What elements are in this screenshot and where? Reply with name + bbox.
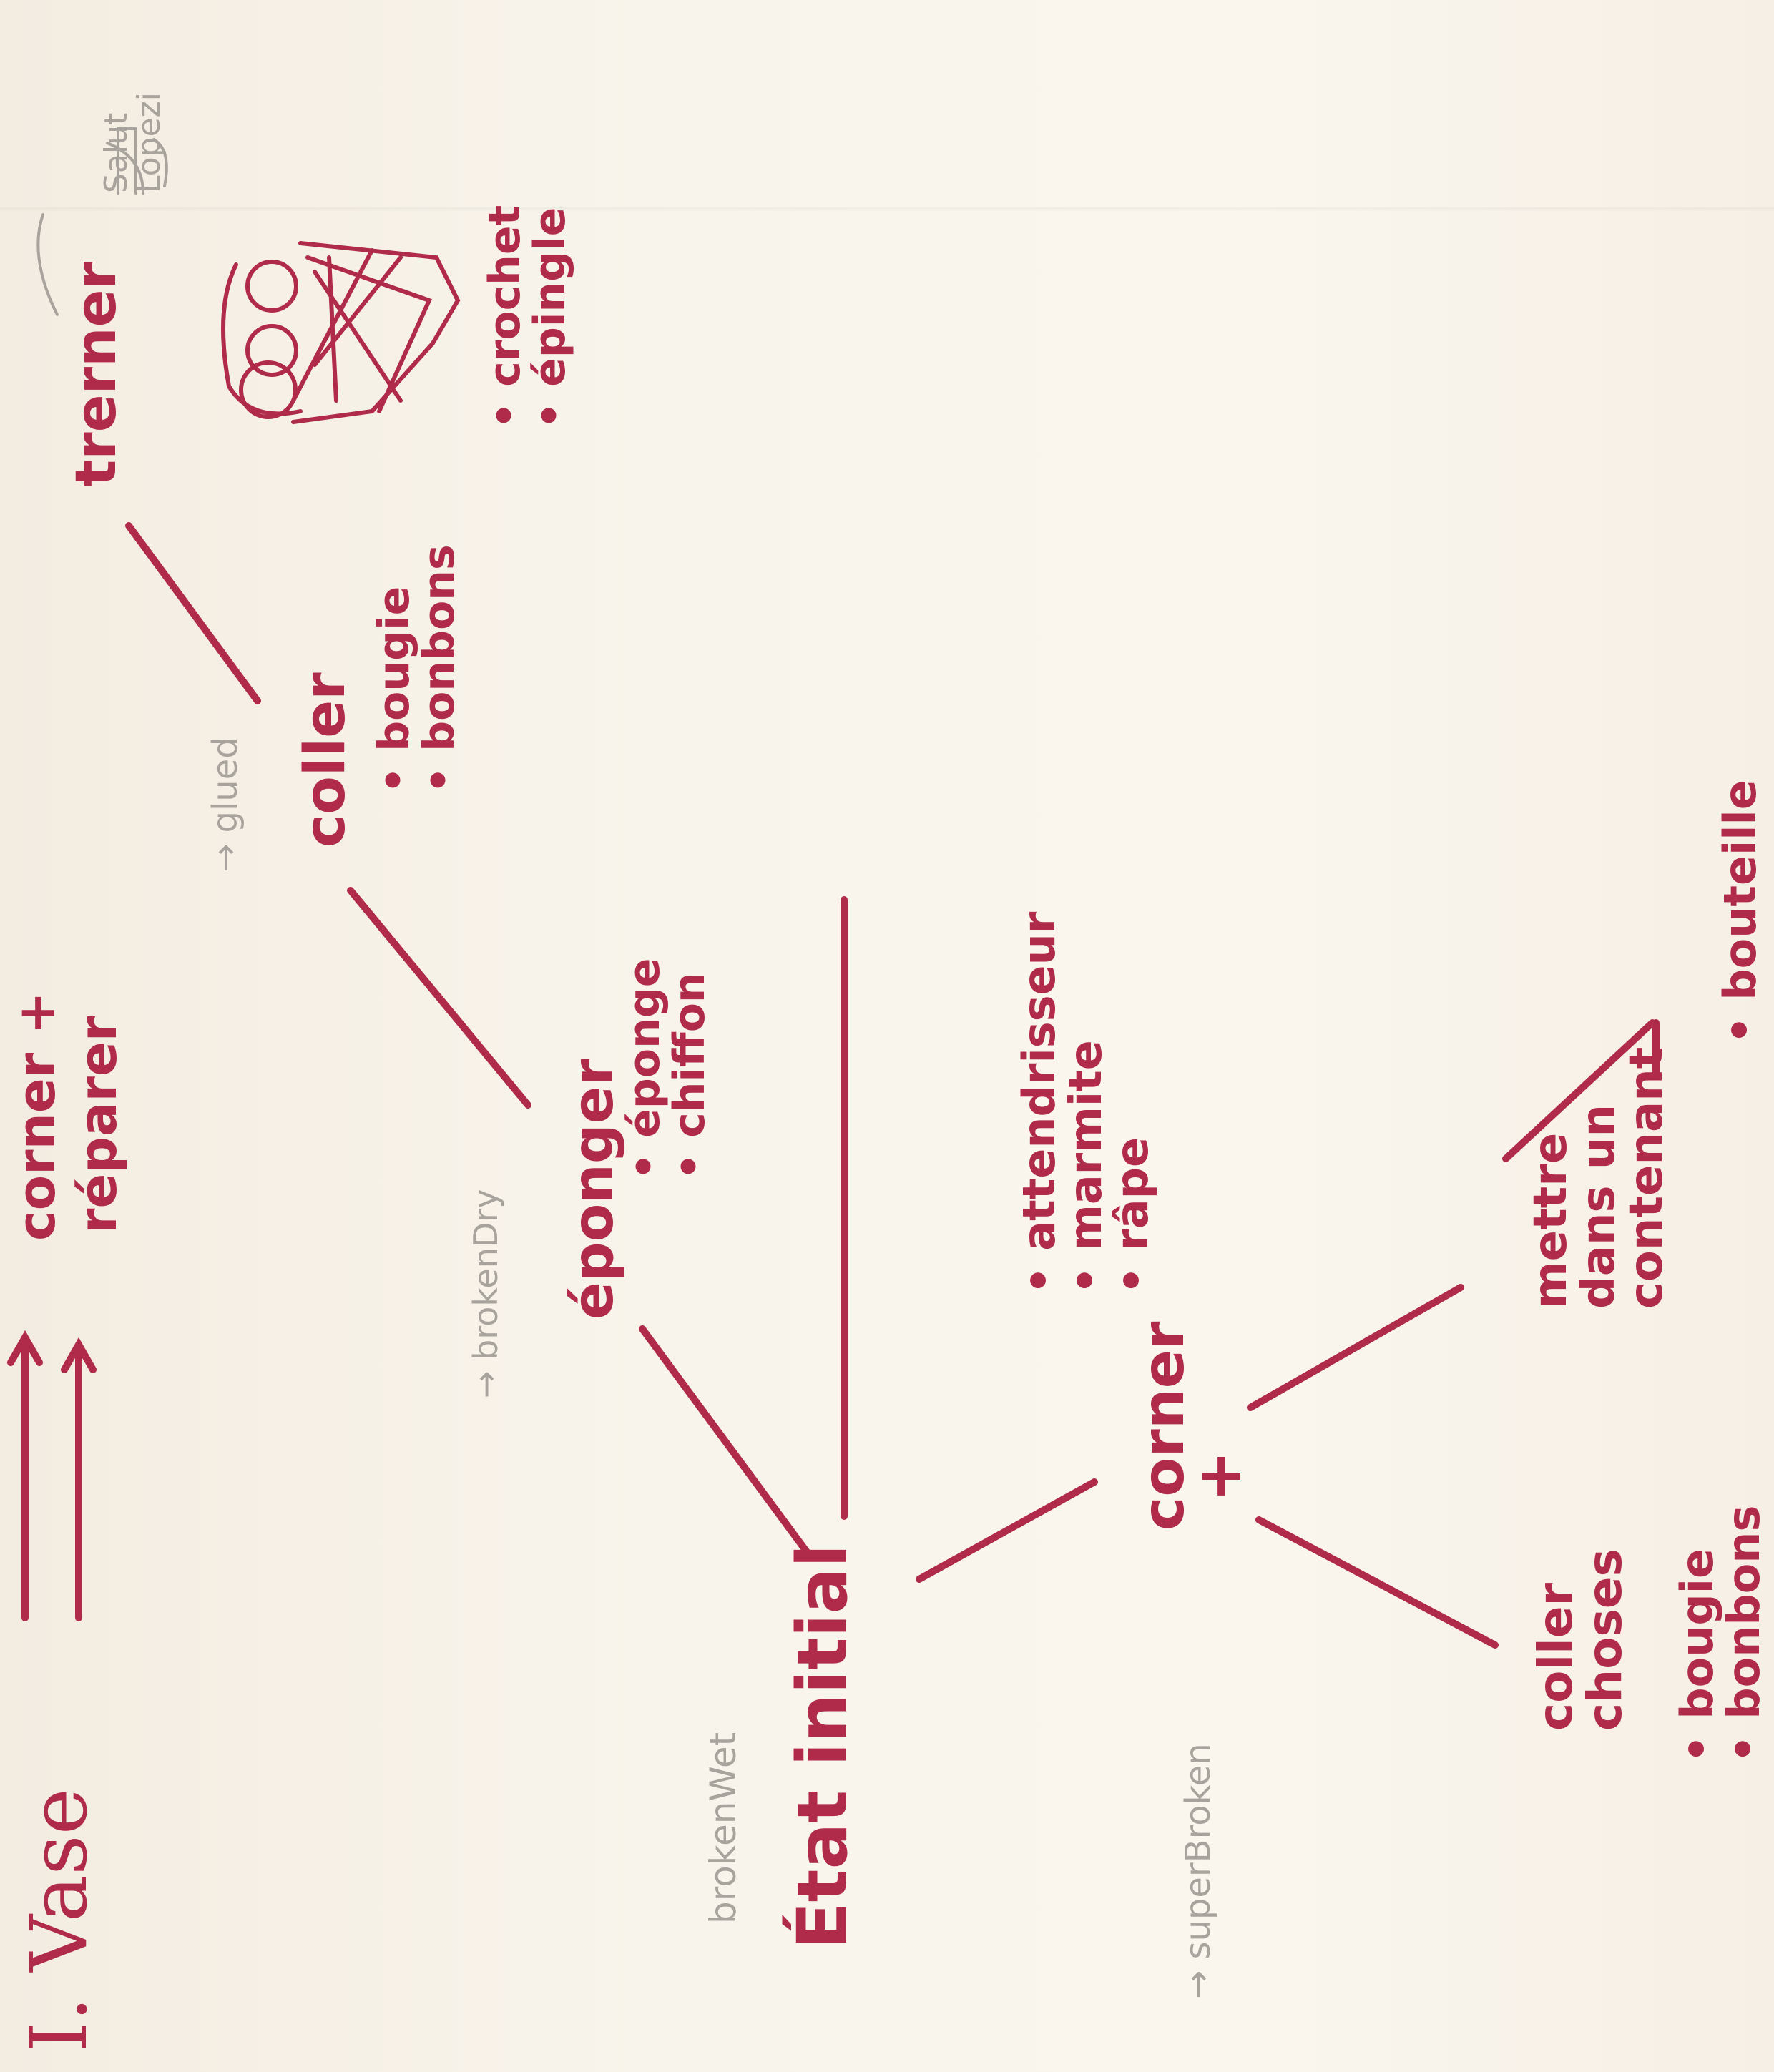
list-item: • bonbons bbox=[1717, 1505, 1770, 1763]
edge-initial-eponger bbox=[639, 1325, 810, 1556]
edge-corner-mettre bbox=[1247, 1284, 1464, 1411]
edge-corner-coller-choses bbox=[1255, 1516, 1499, 1649]
node-coller-choses-line-1: coller bbox=[1528, 1582, 1583, 1731]
node-mettre-line-3: contenant bbox=[1620, 1046, 1674, 1309]
node-trerner: trerner bbox=[64, 261, 129, 486]
node-mettre-line-1: mettre bbox=[1524, 1132, 1577, 1309]
pencil-doodle bbox=[36, 127, 168, 316]
section-title: I. Vase bbox=[13, 1788, 104, 2053]
node-eponger-items: • éponge • chiffon bbox=[619, 958, 715, 1180]
list-item: • bonbons bbox=[414, 544, 464, 794]
node-eponger: éponger bbox=[562, 1058, 626, 1320]
header-label-reparer: réparer bbox=[68, 1016, 128, 1234]
node-corner-plus: + bbox=[1184, 1450, 1255, 1502]
note-corner-line-2: Lopezi bbox=[131, 92, 168, 193]
edge-eponger-coller bbox=[347, 887, 531, 1109]
node-coller-choses: coller choses bbox=[1528, 1548, 1633, 1731]
node-coller-items: • bougie • bonbons bbox=[369, 544, 464, 794]
node-trerner-items: • crochet • épingle bbox=[480, 205, 575, 429]
header-arrow-1-head bbox=[7, 1330, 43, 1366]
note-broken-dry: → brokenDry bbox=[466, 1189, 505, 1398]
node-coller-choses-items: • bougie • bonbons bbox=[1671, 1505, 1770, 1763]
node-initial-state: État initial bbox=[783, 1543, 863, 1949]
note-corner-line-1: Salut bbox=[98, 112, 134, 193]
node-mettre-items: • bouteille bbox=[1714, 780, 1766, 1044]
note-broken-wet: brokenWet bbox=[702, 1732, 744, 1924]
note-glued: → glued bbox=[205, 737, 245, 873]
list-item: • chiffon bbox=[665, 972, 715, 1180]
edge-initial-corner bbox=[916, 1478, 1098, 1583]
node-mettre: mettre dans un contenant bbox=[1524, 1046, 1674, 1309]
list-item: • bougie bbox=[369, 586, 419, 794]
note-corner: Salut Lopezi bbox=[98, 92, 168, 193]
list-item: • éponge bbox=[619, 958, 670, 1180]
node-mettre-line-2: dans un bbox=[1572, 1104, 1626, 1309]
node-coller-choses-line-2: choses bbox=[1577, 1548, 1633, 1731]
list-item: • attendrisseur bbox=[1013, 911, 1065, 1295]
edge-mettre-bouteille bbox=[1502, 1019, 1656, 1162]
node-corner-tools: • attendrisseur • marmite • râpe bbox=[1013, 911, 1159, 1295]
note-super-broken: → superBroken bbox=[1178, 1743, 1218, 1999]
list-item: • bougie bbox=[1671, 1548, 1723, 1763]
list-item: • crochet bbox=[480, 205, 530, 429]
node-coller: coller bbox=[293, 672, 358, 848]
list-item: • râpe bbox=[1106, 1136, 1159, 1295]
list-item: • bouteille bbox=[1714, 780, 1766, 1044]
page-fold bbox=[0, 207, 1774, 212]
header-label-corner: corner + bbox=[6, 991, 67, 1241]
edge-coller-trerner bbox=[125, 522, 261, 704]
header-arrow-2-head bbox=[61, 1337, 97, 1373]
list-item: • épingle bbox=[525, 207, 575, 429]
owl-doodle bbox=[221, 241, 461, 424]
list-item: • marmite bbox=[1059, 1040, 1112, 1295]
